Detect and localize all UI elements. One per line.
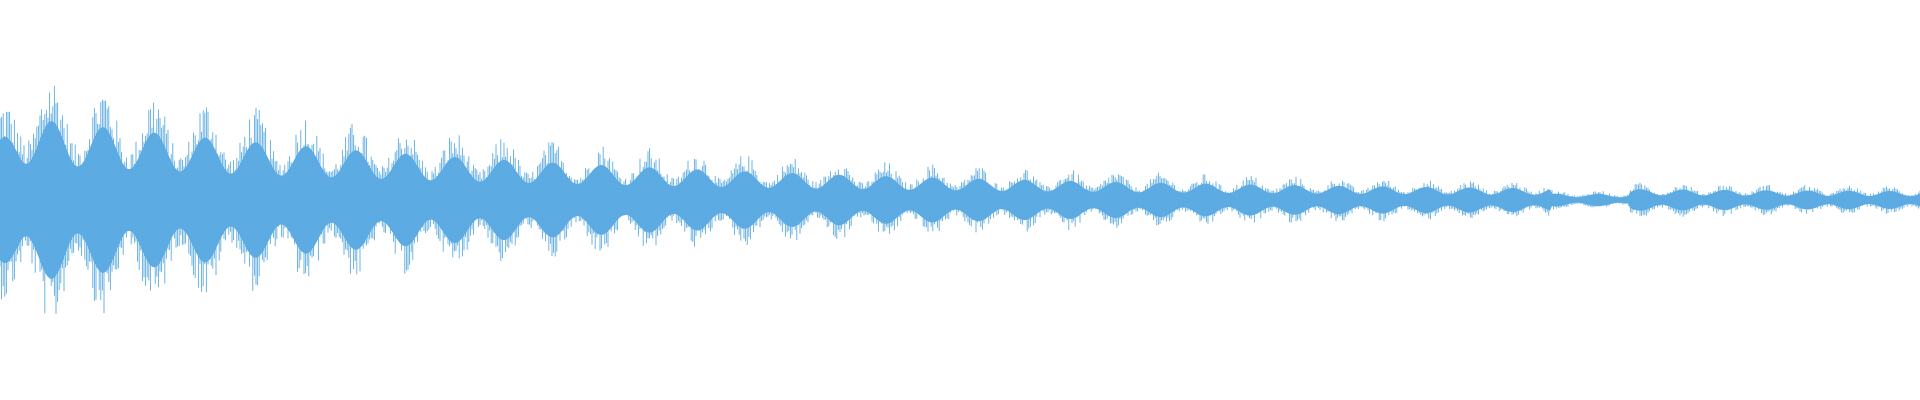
waveform-trace — [0, 86, 1920, 314]
waveform-spikes — [0, 86, 1920, 314]
